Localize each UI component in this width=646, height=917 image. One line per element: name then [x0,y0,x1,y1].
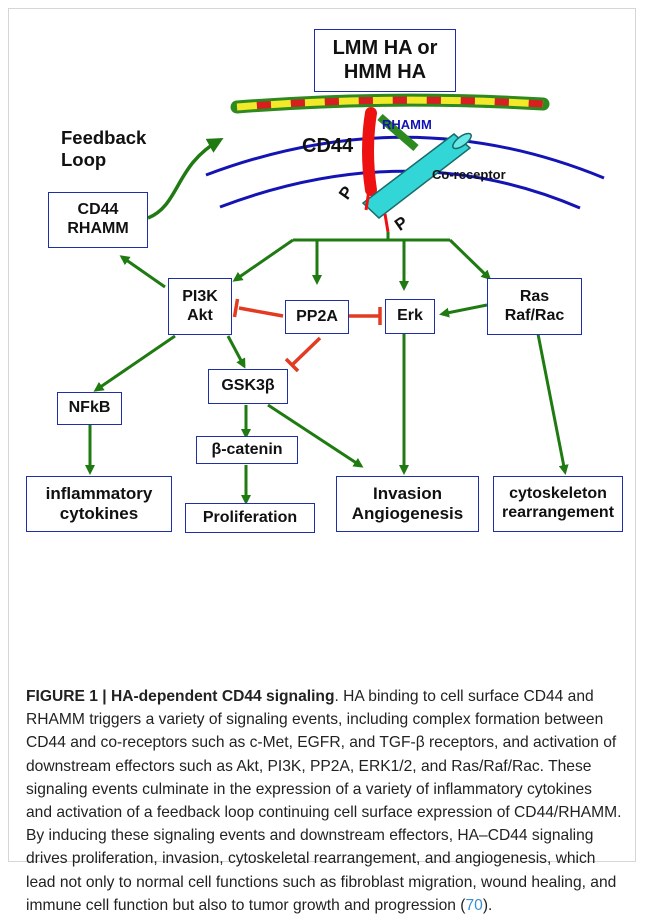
ha-chain [230,93,550,114]
caption-body: . HA binding to cell surface CD44 and RH… [26,688,622,914]
inflammatory-cytokines-box: inflammatory cytokines [26,476,172,532]
ras-raf-rac-box: Ras Raf/Rac [487,278,582,335]
cd44-phospho-tail [364,189,371,211]
coreceptor-cylinder [361,132,472,219]
cd44-rhamm-box: CD44 RHAMM [48,192,148,248]
figure-caption: FIGURE 1 | HA-dependent CD44 signaling. … [26,685,622,917]
ligand-box: LMM HA or HMM HA [314,29,456,92]
figure-label: FIGURE 1 | HA-dependent CD44 signaling [26,688,335,705]
nfkb-box: NFkB [57,392,122,425]
invasion-angiogenesis-box: Invasion Angiogenesis [336,476,479,532]
erk-box: Erk [385,299,435,334]
rhamm-label: RHAMM [382,117,432,132]
activation-arrows [85,255,569,505]
rhamm-arrow [377,113,419,152]
feedback-arrow [147,138,224,220]
coreceptor-phospho-tail [383,213,390,233]
cd44-receptor [362,107,377,196]
figure-frame [8,8,636,862]
coreceptor-label: Co-receptor [432,167,506,182]
diagram-canvas [85,93,605,505]
cytoskeleton-rearrangement-box: cytoskeleton rearrangement [493,476,623,532]
beta-catenin-box: β-catenin [196,436,298,464]
reference-link[interactable]: 70 [465,896,483,914]
proliferation-box: Proliferation [185,503,315,533]
cd44-label: CD44 [302,135,354,157]
caption-end: ). [482,896,493,914]
pp2a-box: PP2A [285,300,349,334]
signal-distribution [232,232,492,291]
gsk3b-box: GSK3β [208,369,288,404]
feedback-loop-label: Feedback Loop [61,127,147,171]
pi3k-akt-box: PI3K Akt [168,278,232,335]
